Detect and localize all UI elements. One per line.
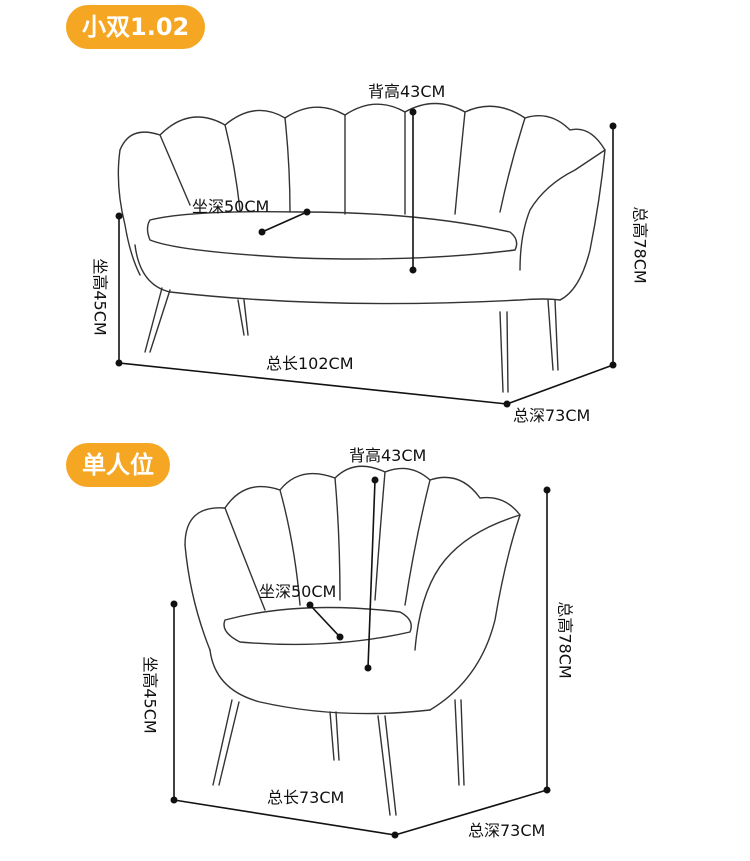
- loveseat-base: [134, 244, 561, 305]
- section-tag-single-chair: 单人位: [66, 443, 170, 487]
- loveseat-seat-height-label: 坐高45CM: [90, 258, 110, 336]
- chair-total-depth-label: 总深73CM: [468, 821, 546, 840]
- loveseat-right-arm: [519, 149, 606, 301]
- loveseat-seat-depth-label: 坐深50CM: [192, 197, 270, 216]
- chair-base: [209, 649, 431, 715]
- chair-legs: [212, 699, 465, 816]
- chair-back-outline: [184, 465, 521, 546]
- loveseat-seat-cushion: [146, 210, 518, 260]
- chair-seat-height-label: 坐高45CM: [140, 656, 160, 734]
- chair-seat-cushion: [223, 606, 412, 646]
- section-tag-loveseat: 小双1.02: [66, 5, 206, 49]
- chair-total-height-label: 总高78CM: [555, 601, 575, 679]
- loveseat-total-depth-label: 总深73CM: [513, 406, 591, 425]
- loveseat-total-length-label: 总长102CM: [266, 354, 354, 373]
- chair-right-arm: [414, 514, 521, 711]
- loveseat-back-height-label: 背高43CM: [368, 82, 446, 101]
- loveseat-back-outline: [119, 102, 606, 151]
- chair-seat-depth-label: 坐深50CM: [259, 582, 337, 601]
- loveseat-left-arm: [117, 149, 141, 276]
- chair-total-length-label: 总长73CM: [267, 788, 345, 807]
- chair-back-height-label: 背高43CM: [349, 446, 427, 465]
- loveseat-legs: [144, 287, 559, 393]
- loveseat-total-height-label: 总高78CM: [630, 206, 650, 284]
- chair-left-side: [184, 544, 211, 651]
